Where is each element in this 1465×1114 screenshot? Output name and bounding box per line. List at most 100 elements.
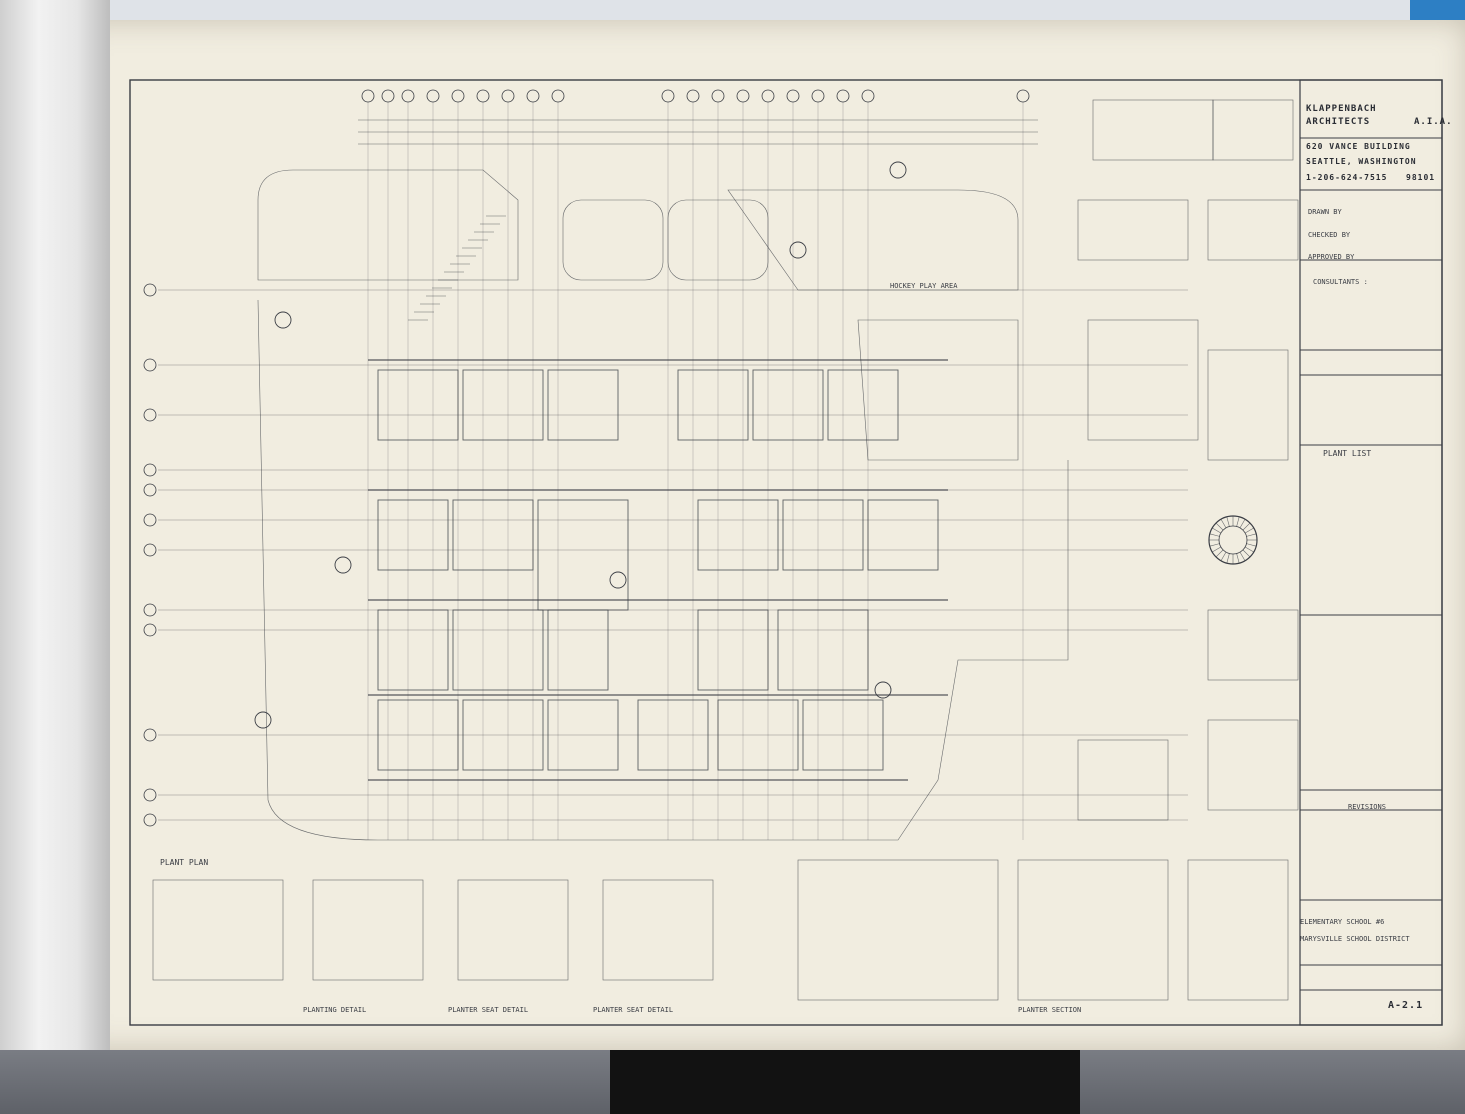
detail-section [1207, 349, 1289, 461]
room-outline [462, 699, 544, 771]
tree-grate-spoke [1215, 549, 1224, 558]
grid-bubble [143, 623, 157, 637]
room-outline [377, 609, 449, 691]
grid-bubble [861, 89, 875, 103]
grid-bubble [426, 89, 440, 103]
revisions-label: REVISIONS [1348, 803, 1386, 811]
grid-bubble [836, 89, 850, 103]
tree-grate-spoke [1215, 522, 1224, 531]
room-outline [717, 699, 799, 771]
planting-detail-label: PLANTING DETAIL [303, 1006, 367, 1014]
tree-grate-spoke [1236, 516, 1240, 527]
firm-zip: 98101 [1406, 173, 1436, 182]
room-outline [537, 499, 629, 611]
detail-section [602, 879, 714, 981]
courtyard-outline [562, 199, 664, 281]
play-area-outline [727, 189, 1019, 291]
tree-grate-spoke [1246, 543, 1257, 547]
room-outline [677, 369, 749, 441]
firm-name-line2: ARCHITECTS [1306, 117, 1371, 127]
drawn-by-label: DRAWN BY [1308, 208, 1342, 216]
grid-bubble [661, 89, 675, 103]
room-outline [802, 699, 884, 771]
tree-grate-spoke [1212, 527, 1222, 534]
grid-bubble [686, 89, 700, 103]
play-area-label: HOCKEY PLAY AREA [890, 282, 958, 290]
detail-section [1187, 859, 1289, 1001]
grid-bubble [476, 89, 490, 103]
room-outline [547, 699, 619, 771]
tree-grate-spoke [1226, 553, 1230, 564]
firm-phone: 1-206-624-7515 [1306, 173, 1388, 182]
room-outline [452, 609, 544, 691]
project-name: ELEMENTARY SCHOOL #6 [1300, 918, 1385, 926]
grid-bubble [143, 358, 157, 372]
room-outline [377, 499, 449, 571]
tree-grate-spoke [1212, 546, 1222, 553]
planter-section-label: PLANTER SECTION [1018, 1006, 1082, 1014]
grid-bubble [711, 89, 725, 103]
room-outline [777, 609, 869, 691]
firm-suffix: A.I.A. [1414, 117, 1453, 127]
grid-bubble [143, 283, 157, 297]
tree-grate-spoke [1239, 551, 1246, 561]
detail-section [1077, 199, 1189, 261]
grid-bubble [451, 89, 465, 103]
tree-grate-inner [1218, 525, 1248, 555]
room-outline [697, 609, 769, 691]
section-marker [274, 311, 292, 329]
detail-section [457, 879, 569, 981]
rolled-sheets [0, 0, 110, 1050]
floor-plan-drawing [129, 79, 1443, 1026]
sheet-number: A-2.1 [1388, 1000, 1424, 1011]
firm-city: SEATTLE, WASHINGTON [1306, 157, 1417, 166]
firm-address: 620 VANCE BUILDING [1306, 142, 1411, 151]
tree-grate-spoke [1226, 516, 1230, 527]
grid-bubble [786, 89, 800, 103]
detail-section [1092, 99, 1214, 161]
grid-bubble [811, 89, 825, 103]
tree-grate-spoke [1242, 549, 1251, 558]
detail-section [1087, 319, 1199, 441]
grid-bubble [143, 408, 157, 422]
grid-bubble [143, 813, 157, 827]
approved-by-label: APPROVED BY [1308, 253, 1355, 261]
grid-bubble [143, 788, 157, 802]
planter-seat-detail-label-1: PLANTER SEAT DETAIL [448, 1006, 529, 1014]
section-marker [789, 241, 807, 259]
tree-grate-spoke [1209, 543, 1220, 547]
room-outline [377, 369, 459, 441]
section-marker [334, 556, 352, 574]
grid-bubble [143, 603, 157, 617]
project-district: MARYSVILLE SCHOOL DISTRICT [1300, 935, 1410, 943]
tree-grate-spoke [1244, 546, 1254, 553]
grid-bubble [381, 89, 395, 103]
detail-section [1077, 739, 1169, 821]
checked-by-label: CHECKED BY [1308, 231, 1351, 239]
site-outline [257, 299, 1069, 841]
consultants-label: CONSULTANTS : [1313, 278, 1368, 286]
room-outline [827, 369, 899, 441]
grid-bubble [143, 543, 157, 557]
section-marker [874, 681, 892, 699]
plan-title: PLANT PLAN [160, 858, 209, 867]
firm-name: KLAPPENBACH [1306, 104, 1377, 114]
room-outline [377, 699, 459, 771]
room-outline [867, 499, 939, 571]
grid-bubble [526, 89, 540, 103]
room-outline [547, 609, 609, 691]
tree-grate-spoke [1236, 553, 1240, 564]
grid-bubble [143, 483, 157, 497]
courtyard-outline [667, 199, 769, 281]
room-outline [782, 499, 864, 571]
play-field-outline [857, 319, 1019, 461]
grid-bubble [761, 89, 775, 103]
dark-cloth [610, 1040, 1080, 1114]
room-outline [452, 499, 534, 571]
detail-section [1207, 199, 1299, 261]
tree-grate-spoke [1220, 519, 1227, 529]
detail-section [312, 879, 424, 981]
blueprint-sheet: KLAPPENBACH ARCHITECTS A.I.A. 620 VANCE … [78, 20, 1465, 1050]
room-outline [462, 369, 544, 441]
room-outline [637, 699, 709, 771]
